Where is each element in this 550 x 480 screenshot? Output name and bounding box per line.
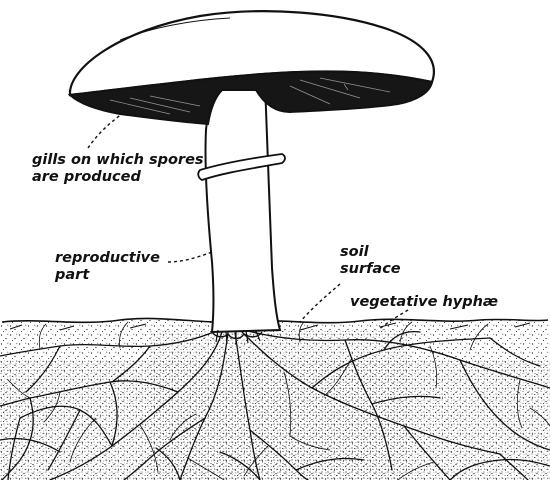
soil-label-line2: surface [340,261,401,278]
gills-label-line1: gills on which spores [32,152,204,169]
soil-surface-leader [300,284,340,322]
gills-leader [88,114,122,148]
gills-label: gills on which spores are produced [32,152,204,186]
soil-label-line1: soil [340,244,401,261]
stalk [198,87,285,344]
reproductive-leader [168,252,212,262]
vegetative-hyphae-label: vegetative hyphæ [350,294,498,311]
reproductive-label-line2: part [55,267,160,284]
soil [0,318,550,480]
soil-surface-label: soil surface [340,244,401,278]
vegetative-label-text: vegetative hyphæ [350,294,498,311]
reproductive-label-line1: reproductive [55,250,160,267]
gills-label-line2: are produced [32,169,204,186]
reproductive-part-label: reproductive part [55,250,160,284]
